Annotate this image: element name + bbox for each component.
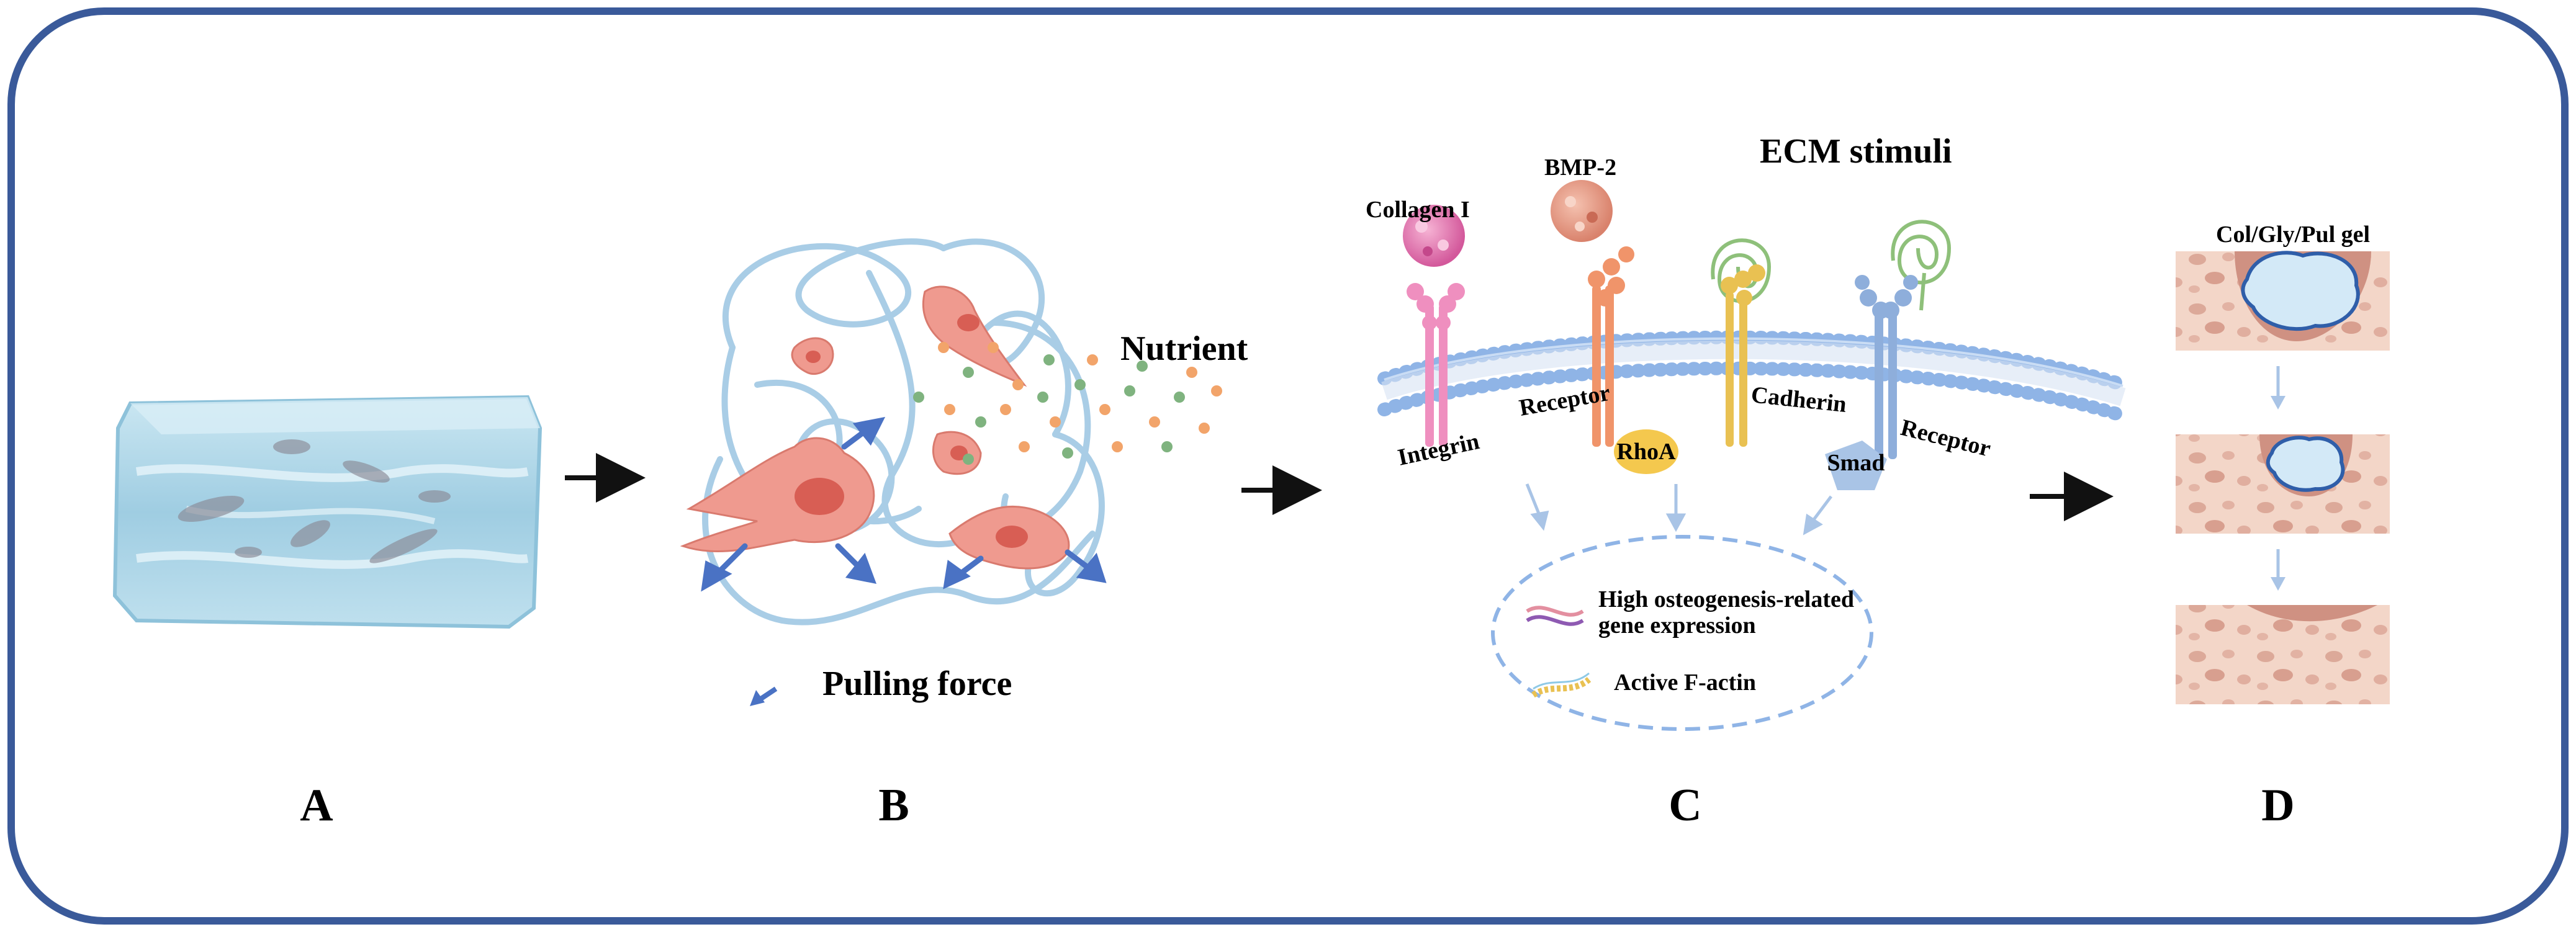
cell-nuclei <box>795 314 1028 548</box>
collagen-ball <box>1403 205 1465 267</box>
outer-frame <box>7 7 2569 925</box>
rhoa-label: RhoA <box>1616 439 1676 465</box>
bone-stage-1 <box>2176 251 2390 351</box>
stage-arrow-2-head <box>2271 577 2286 591</box>
bmp2-label: BMP-2 <box>1544 155 1616 181</box>
panel-a-hydrogel <box>112 395 543 629</box>
integrin-label: Integrin <box>1395 428 1482 471</box>
f-actin-label: Active F-actin <box>1614 670 1756 696</box>
panel-b-label: B <box>878 780 909 831</box>
bone-stage-2 <box>2176 434 2390 534</box>
gene-expression-label-1: High osteogenesis-related <box>1598 586 1854 612</box>
integrin-receptor <box>1407 283 1465 447</box>
dna-icon <box>1526 606 1584 626</box>
gel-label: Col/Gly/Pul gel <box>2216 222 2370 248</box>
cadherin-label: Cadherin <box>1750 382 1848 418</box>
pulling-force-legend <box>750 686 778 706</box>
nutrient-label: Nutrient <box>1120 329 1248 368</box>
bmp-receptor <box>1588 246 1634 447</box>
ecm-stimuli-label: ECM stimuli <box>1760 132 1952 171</box>
pulling-force-arrows <box>701 416 1107 592</box>
f-actin-icon <box>1531 672 1592 698</box>
rhoa-blob <box>1614 429 1678 474</box>
bone-stage-3 <box>2176 605 2390 704</box>
signal-arrows <box>1525 483 1832 535</box>
nutrient-particles <box>913 342 1222 465</box>
embedded-cells <box>178 439 451 563</box>
panel-a-label: A <box>300 780 333 831</box>
gene-expression-label-2: gene expression <box>1598 612 1756 639</box>
receptor-label-2: Receptor <box>1898 414 1994 462</box>
collagen-label: Collagen I <box>1366 197 1470 223</box>
pulling-force-label: Pulling force <box>822 665 1012 703</box>
cadherin-receptor <box>1721 264 1765 447</box>
bmp2-ball <box>1551 180 1613 242</box>
stage-arrow-1-head <box>2271 396 2286 410</box>
panel-c-label: C <box>1669 780 1701 831</box>
smad-receptor <box>1855 275 1918 459</box>
panel-d-label: D <box>2261 780 2294 831</box>
smad-blob <box>1825 441 1887 490</box>
smad-label: Smad <box>1827 450 1885 476</box>
nucleus-outline <box>1491 535 1873 731</box>
